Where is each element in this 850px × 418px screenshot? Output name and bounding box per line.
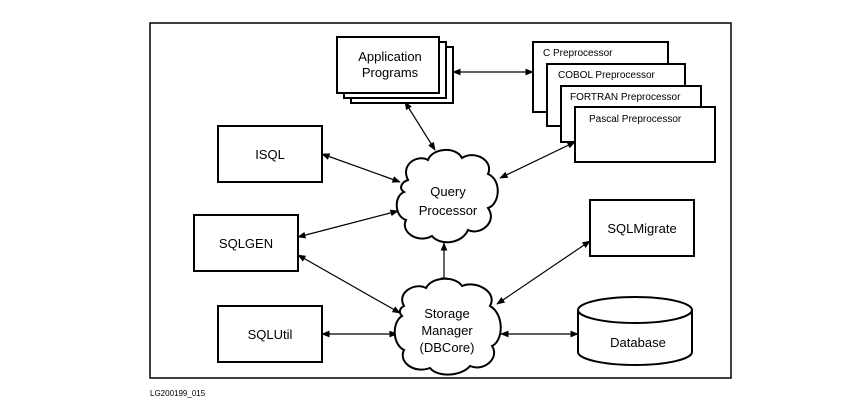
query-processor-cloud <box>395 149 499 244</box>
storage-manager-label-line1: Storage <box>424 306 470 321</box>
connector-sqlgen-to-query <box>297 209 399 239</box>
sqlmigrate-label: SQLMigrate <box>607 221 676 236</box>
figure-id-caption: LG200199_015 <box>150 389 206 398</box>
sqlgen-node: SQLGEN <box>193 214 299 272</box>
application-programs-node: Application Programs <box>336 36 454 104</box>
sqlmigrate-box <box>589 199 695 257</box>
database-label: Database <box>610 335 666 350</box>
storage-manager-cloud <box>393 277 502 376</box>
cobol-preprocessor-label: COBOL Preprocessor <box>558 70 656 81</box>
query-processor-node: Query Processor <box>395 149 499 244</box>
database-node: Database <box>577 296 693 366</box>
connector-sqlgen-to-storage <box>297 254 401 314</box>
fortran-preprocessor-label: FORTRAN Preprocessor <box>570 92 681 103</box>
sqlutil-label: SQLUtil <box>248 327 293 342</box>
pascal-preprocessor-label: Pascal Preprocessor <box>589 114 682 125</box>
storage-manager-node: Storage Manager (DBCore) <box>393 277 502 376</box>
sqlutil-box <box>217 305 323 363</box>
database-cylinder-body <box>577 310 693 366</box>
connector-sqlmigrate-to-storage <box>496 240 591 305</box>
connectors <box>297 68 591 338</box>
application-programs-label-line2: Programs <box>362 65 419 80</box>
connector-isql-to-query <box>321 153 401 183</box>
connector-app-to-query <box>404 101 436 151</box>
connector-preprocessors-to-query <box>499 141 576 179</box>
query-processor-label-line2: Processor <box>419 203 478 218</box>
sqlmigrate-node: SQLMigrate <box>589 199 695 257</box>
diagram-frame <box>149 22 732 379</box>
sqlgen-box <box>193 214 299 272</box>
c-preprocessor-label: C Preprocessor <box>543 48 613 59</box>
storage-manager-label-line2: Manager <box>421 323 473 338</box>
storage-manager-label-line3: (DBCore) <box>420 340 475 355</box>
database-cylinder-top <box>577 296 693 324</box>
application-programs-label-line1: Application <box>358 49 422 64</box>
isql-label: ISQL <box>255 147 285 162</box>
query-processor-label-line1: Query <box>430 184 466 199</box>
isql-box <box>217 125 323 183</box>
preprocessors-node: C Preprocessor COBOL Preprocessor FORTRA… <box>532 41 716 163</box>
sqlgen-label: SQLGEN <box>219 236 273 251</box>
application-programs-box <box>336 36 440 94</box>
pascal-preprocessor-box <box>574 106 716 163</box>
sqlutil-node: SQLUtil <box>217 305 323 363</box>
isql-node: ISQL <box>217 125 323 183</box>
